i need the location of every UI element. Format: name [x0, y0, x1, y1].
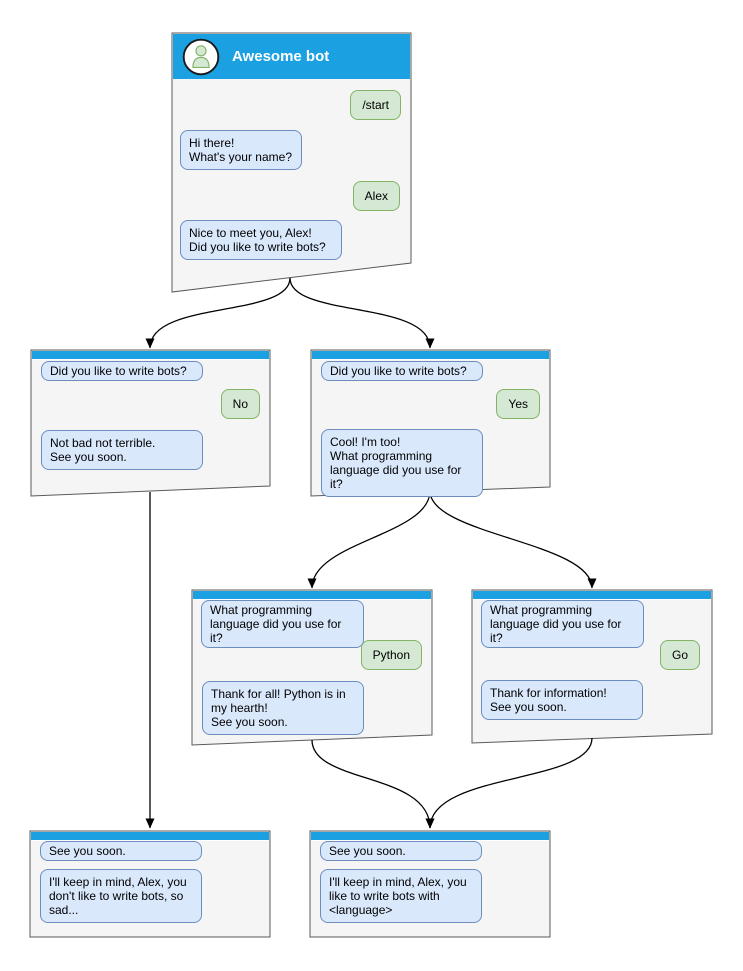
- bot-message-bubble: See you soon.: [40, 841, 202, 861]
- bot-name: Awesome bot: [232, 48, 330, 65]
- bot-message-bubble: Nice to meet you, Alex! Did you like to …: [180, 220, 342, 260]
- user-message-bubble: Yes: [496, 389, 540, 419]
- chat-header-no: [32, 351, 269, 360]
- bot-message-bubble: What programming language did you use fo…: [481, 600, 644, 648]
- bot-message-bubble: Thank for information! See you soon.: [481, 680, 643, 720]
- chat-header-main: Awesome bot: [173, 34, 410, 79]
- bot-message-bubble: I'll keep in mind, Alex, you don't like …: [40, 869, 202, 923]
- chat-header-python: [193, 591, 431, 600]
- bot-message-bubble: Not bad not terrible. See you soon.: [41, 430, 203, 470]
- bot-message-bubble: What programming language did you use fo…: [201, 600, 364, 648]
- chat-header-end-no: [31, 832, 269, 841]
- chat-header-go: [473, 591, 711, 600]
- flow-arrow-main-to-yes: [289, 277, 435, 349]
- user-message-bubble: /start: [350, 90, 401, 120]
- flow-arrow-yes-to-go: [429, 490, 597, 589]
- user-message-bubble: Python: [360, 640, 422, 670]
- bot-message-bubble: Did you like to write bots?: [321, 361, 483, 381]
- bot-avatar-person-icon: [182, 38, 220, 75]
- bot-message-bubble: Cool! I'm too! What programming language…: [321, 429, 483, 497]
- bot-message-bubble: See you soon.: [320, 841, 482, 861]
- user-message-bubble: No: [220, 389, 260, 419]
- flow-arrow-yes-to-python: [307, 490, 431, 589]
- chat-header-end-yes: [311, 832, 549, 841]
- user-message-bubble: Alex: [352, 181, 400, 211]
- bot-message-bubble: Thank for all! Python is in my hearth! S…: [202, 681, 364, 735]
- bot-message-bubble: Did you like to write bots?: [41, 361, 203, 381]
- bot-message-bubble: I'll keep in mind, Alex, you like to wri…: [320, 869, 482, 923]
- flow-arrow-go-to-end: [425, 737, 593, 829]
- chat-header-yes: [312, 351, 549, 360]
- bot-message-bubble: Hi there! What's your name?: [180, 130, 302, 170]
- user-message-bubble: Go: [659, 640, 700, 670]
- flow-arrow-python-to-end: [311, 739, 435, 829]
- flow-arrow-main-to-no: [145, 277, 291, 349]
